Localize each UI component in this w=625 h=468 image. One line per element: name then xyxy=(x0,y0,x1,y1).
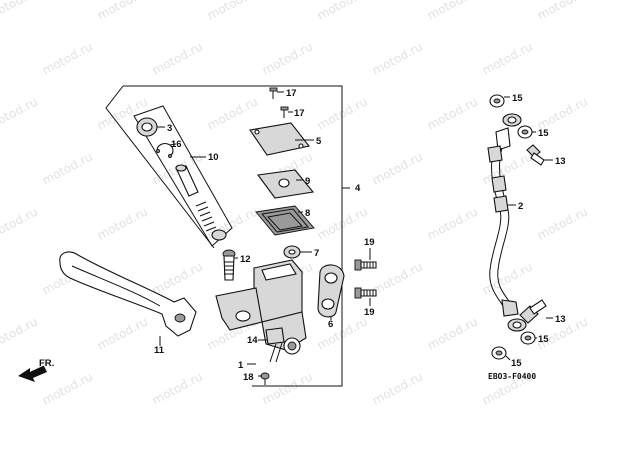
piston-set-bracket xyxy=(133,105,233,247)
watermark-text-32: motod.ru xyxy=(480,259,535,297)
callout-4: 4 xyxy=(355,183,361,194)
watermark-text-40: motod.ru xyxy=(150,369,205,407)
watermark-text-27: motod.ru xyxy=(535,204,590,242)
callout-13b: 13 xyxy=(555,314,566,325)
watermark-text-8: motod.ru xyxy=(260,39,315,77)
piston-part xyxy=(175,164,199,197)
watermark-text-4: motod.ru xyxy=(425,0,480,23)
holder-bolt-part xyxy=(354,259,377,299)
master-cylinder-body-part xyxy=(215,259,307,355)
callout-6: 6 xyxy=(328,319,333,330)
diaphragm-part xyxy=(255,205,315,236)
watermark-text-7: motod.ru xyxy=(150,39,205,77)
watermark-text-22: motod.ru xyxy=(0,204,40,242)
switch-screw-part xyxy=(260,372,270,385)
diagram-code: EBO3-F0400 xyxy=(488,372,536,381)
callout-19a: 19 xyxy=(364,237,375,248)
callout-17a: 17 xyxy=(286,88,297,99)
callout-2: 2 xyxy=(518,201,523,212)
watermark-text-23: motod.ru xyxy=(95,204,150,242)
watermark-text-2: motod.ru xyxy=(205,0,260,23)
holder-part xyxy=(317,264,345,318)
callout-17b: 17 xyxy=(294,108,305,119)
watermark-text-33: motod.ru xyxy=(0,314,40,352)
watermark-text-39: motod.ru xyxy=(40,369,95,407)
callout-15c: 15 xyxy=(538,334,549,345)
watermark-text-34: motod.ru xyxy=(95,314,150,352)
oil-bolt-part xyxy=(519,144,547,324)
callout-16: 16 xyxy=(171,139,182,150)
callout-labels: 3 16 10 17 17 5 9 8 7 4 12 14 1 18 6 19 … xyxy=(39,88,566,383)
callout-12: 12 xyxy=(240,254,251,265)
watermark-text-26: motod.ru xyxy=(425,204,480,242)
callout-10: 10 xyxy=(208,152,219,163)
reservoir-cap-part xyxy=(249,122,310,156)
watermark-text-0: motod.ru xyxy=(0,0,40,23)
watermark-text-10: motod.ru xyxy=(480,39,535,77)
piston-cup-part xyxy=(136,117,158,137)
callout-8: 8 xyxy=(305,208,310,219)
callout-5: 5 xyxy=(316,136,322,147)
watermark-text-1: motod.ru xyxy=(95,0,150,23)
brake-lever-part xyxy=(59,251,197,337)
watermark-text-15: motod.ru xyxy=(425,94,480,132)
watermark-text-16: motod.ru xyxy=(535,94,590,132)
watermark-text-5: motod.ru xyxy=(535,0,590,23)
callout-14: 14 xyxy=(247,335,258,346)
callout-11: 11 xyxy=(154,345,165,356)
pivot-bolt-part xyxy=(222,249,236,281)
circlip-part xyxy=(156,143,174,158)
callout-1: 1 xyxy=(238,360,244,371)
callout-15b: 15 xyxy=(538,128,549,139)
watermark-text-29: motod.ru xyxy=(150,259,205,297)
watermark-text-20: motod.ru xyxy=(370,149,425,187)
callout-18a: 18 xyxy=(243,372,254,383)
callout-7: 7 xyxy=(314,248,319,259)
watermark-text-11: motod.ru xyxy=(0,94,40,132)
callout-13a: 13 xyxy=(555,156,566,167)
watermark-text-6: motod.ru xyxy=(40,39,95,77)
spring-part xyxy=(195,201,227,241)
callout-15a: 15 xyxy=(512,93,523,104)
watermark-text-17: motod.ru xyxy=(40,149,95,187)
leader-lines xyxy=(157,91,553,377)
float-part xyxy=(283,245,301,259)
cap-screw-part xyxy=(269,87,289,118)
diaphragm-plate-part xyxy=(257,169,315,199)
watermark-text-31: motod.ru xyxy=(370,259,425,297)
watermark-text-13: motod.ru xyxy=(205,94,260,132)
watermark-text-21: motod.ru xyxy=(480,149,535,187)
callout-19b: 19 xyxy=(364,307,375,318)
brake-switch-part xyxy=(265,327,285,363)
callout-9: 9 xyxy=(305,176,310,187)
watermark-text-37: motod.ru xyxy=(425,314,480,352)
callout-3: 3 xyxy=(167,123,172,134)
brake-hose-part xyxy=(487,113,527,332)
watermark-text-42: motod.ru xyxy=(370,369,425,407)
callout-15d: 15 xyxy=(511,358,522,369)
watermark-text-9: motod.ru xyxy=(370,39,425,77)
assembly-bracket xyxy=(105,85,350,387)
watermark-text-3: motod.ru xyxy=(315,0,370,23)
front-direction-arrow xyxy=(18,365,47,382)
fr-label: FR. xyxy=(39,358,54,369)
